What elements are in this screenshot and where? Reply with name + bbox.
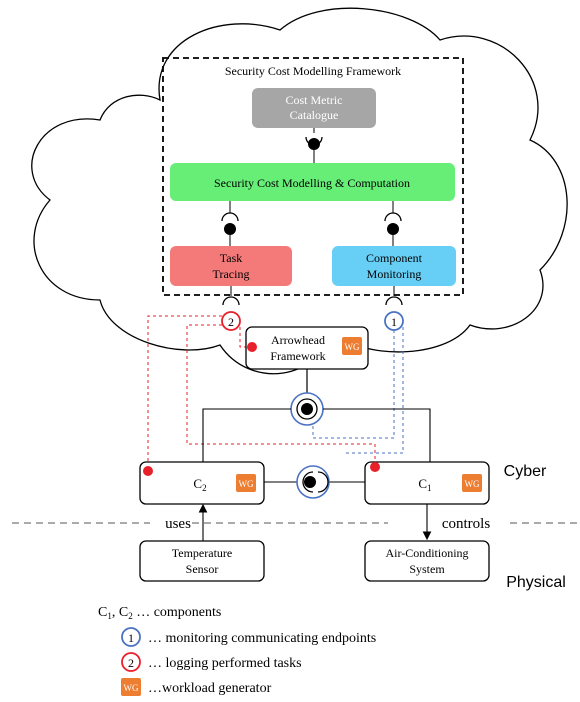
- legend-components: C1, C2 … components: [98, 605, 221, 621]
- monitoring-dashed-lines: [312, 321, 404, 454]
- sensor-line2: Sensor: [186, 562, 219, 576]
- c1-wg-label: WG: [465, 479, 480, 489]
- catalogue-label-line2: Catalogue: [290, 108, 339, 122]
- legend-wg-label: WG: [124, 683, 139, 693]
- cost-metric-catalogue: [252, 88, 376, 128]
- computation-box: [170, 163, 455, 201]
- arrowhead-wg-badge: [342, 337, 362, 355]
- monitoring-interface: [384, 201, 402, 246]
- task-tracing-line2: Tracing: [213, 267, 250, 281]
- legend-wg-symbol: [121, 678, 141, 696]
- legend-monitoring-symbol: [121, 627, 141, 647]
- sensor-line1: Temperature: [172, 546, 232, 560]
- computation-label: Security Cost Modelling & Computation: [214, 176, 410, 190]
- ac-line1: Air-Conditioning: [385, 546, 468, 560]
- physical-layer-label: Physical: [506, 574, 566, 591]
- legend-logging-number: 2: [128, 656, 134, 670]
- c2-label: C2: [193, 476, 206, 493]
- controls-label: controls: [442, 516, 490, 532]
- arrowhead-wg-label: WG: [345, 342, 360, 352]
- legend-monitoring-number: 1: [128, 631, 134, 645]
- ac-system-box: [364, 540, 490, 582]
- c2-wg-badge: [236, 474, 256, 492]
- ac-line2: System: [409, 562, 445, 576]
- task-tracing-line1: Task: [220, 251, 243, 265]
- legend-logging-symbol: [121, 652, 141, 672]
- catalogue-interface: [305, 128, 323, 163]
- central-hub-lower: [296, 465, 330, 499]
- framework-title: Security Cost Modelling Framework: [225, 64, 401, 78]
- legend-logging-text: … logging performed tasks: [148, 656, 302, 671]
- logging-marker-label: 2: [228, 315, 234, 329]
- arrowhead-line2: Framework: [270, 349, 325, 363]
- legend-monitoring-text: … monitoring communicating endpoints: [148, 631, 376, 646]
- central-hub-upper: [290, 392, 324, 426]
- component-monitoring-line2: Monitoring: [367, 267, 422, 281]
- logging-dashed-lines: [147, 315, 376, 462]
- task-interface: [221, 201, 239, 246]
- catalogue-label-line1: Cost Metric: [286, 93, 343, 107]
- framework-boundary: [162, 57, 464, 296]
- monitoring-marker-label: 1: [391, 315, 397, 329]
- cyber-layer-label: Cyber: [504, 463, 547, 480]
- c1-red-dot: [370, 462, 380, 472]
- legend: C1, C2 … components 1 … monitoring commu…: [98, 605, 376, 696]
- task-socket: [222, 286, 240, 306]
- arrowhead-line1: Arrowhead: [271, 333, 325, 347]
- task-tracing-box: [170, 246, 292, 286]
- component-monitoring-box: [332, 246, 456, 286]
- component-monitoring-line1: Component: [366, 251, 423, 265]
- temperature-sensor-box: [139, 540, 265, 582]
- c2-wg-label: WG: [239, 479, 254, 489]
- c1-wg-badge: [462, 474, 482, 492]
- legend-wg-text: …workload generator: [148, 681, 272, 696]
- c2-red-dot: [143, 466, 153, 476]
- uses-label: uses: [165, 516, 191, 532]
- c1-label: C1: [418, 476, 431, 493]
- arrowhead-red-dot: [247, 342, 257, 352]
- monitoring-socket: [385, 286, 403, 306]
